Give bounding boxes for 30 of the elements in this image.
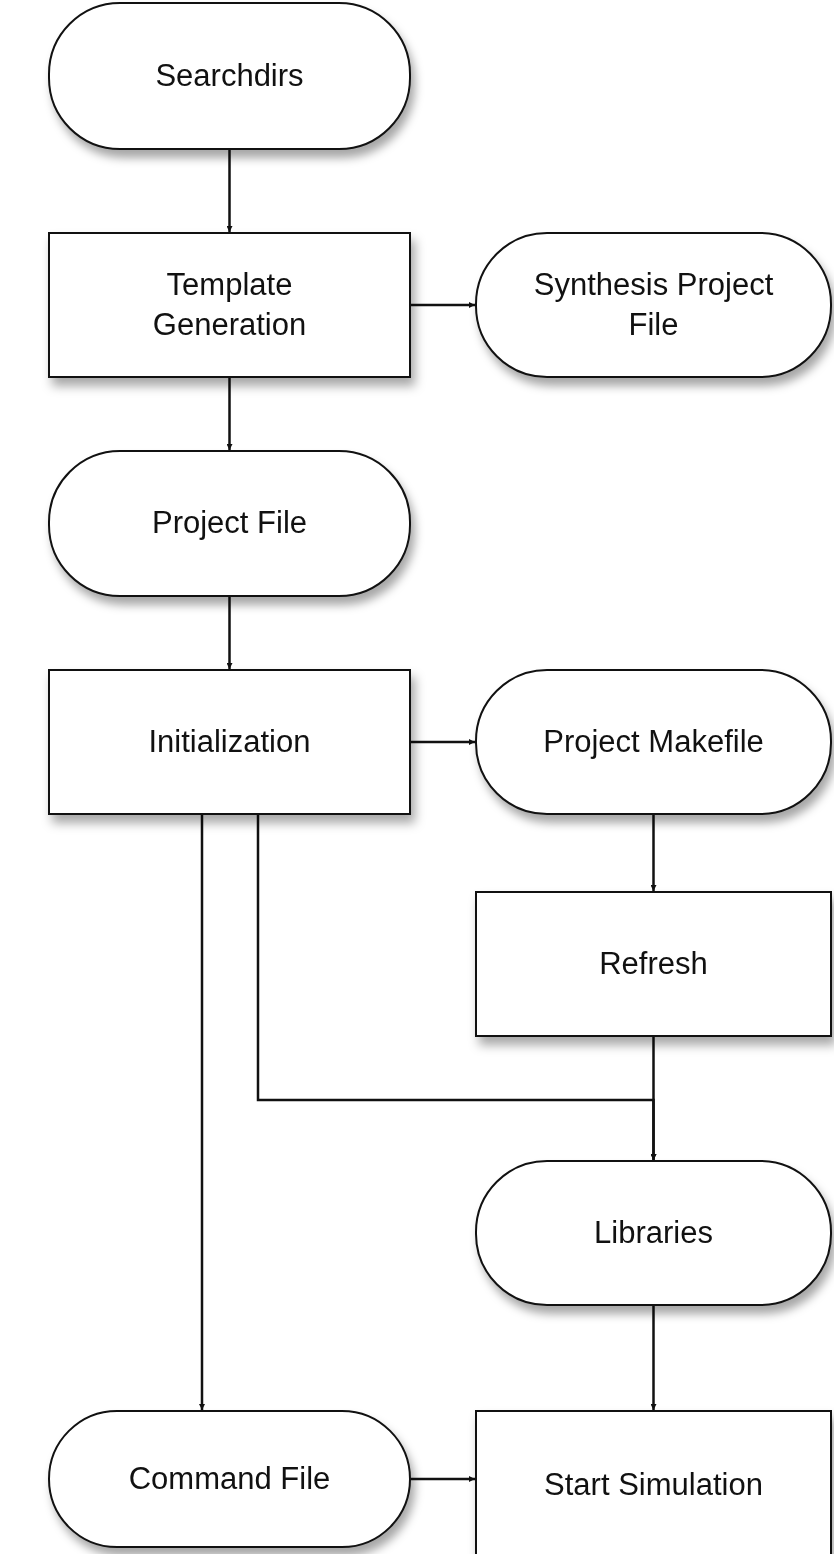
- arrow: [411, 302, 475, 308]
- arrow: [411, 1476, 475, 1482]
- node-label: Synthesis Project File: [532, 265, 775, 344]
- terminal-shape: [475, 232, 832, 378]
- process-box: [48, 232, 411, 378]
- arrow: [650, 1306, 657, 1410]
- arrow: [411, 739, 475, 745]
- node-label: Libraries: [594, 1213, 713, 1252]
- terminal-shape: [48, 1410, 411, 1548]
- terminal-shape: [475, 669, 832, 815]
- process-box: [475, 891, 832, 1037]
- node-label: Start Simulation: [544, 1465, 763, 1504]
- node-label: Project File: [151, 504, 307, 543]
- node-label: Template Generation: [151, 265, 308, 344]
- arrow: [199, 815, 205, 1410]
- node-label: Refresh: [599, 944, 708, 983]
- arrow: [226, 597, 233, 669]
- process-box: [475, 1410, 832, 1554]
- terminal-shape: [48, 450, 411, 597]
- arrow: [226, 378, 233, 450]
- arrow: [650, 815, 657, 891]
- node-label: Searchdirs: [155, 56, 304, 95]
- node-label: Initialization: [148, 722, 311, 761]
- terminal-shape: [475, 1160, 832, 1306]
- node-label: Project Makefile: [543, 722, 764, 761]
- arrow: [226, 150, 233, 232]
- arrow: [256, 815, 657, 1160]
- node-label: Command File: [128, 1459, 331, 1498]
- terminal-shape: [48, 2, 411, 150]
- process-box: [48, 669, 411, 815]
